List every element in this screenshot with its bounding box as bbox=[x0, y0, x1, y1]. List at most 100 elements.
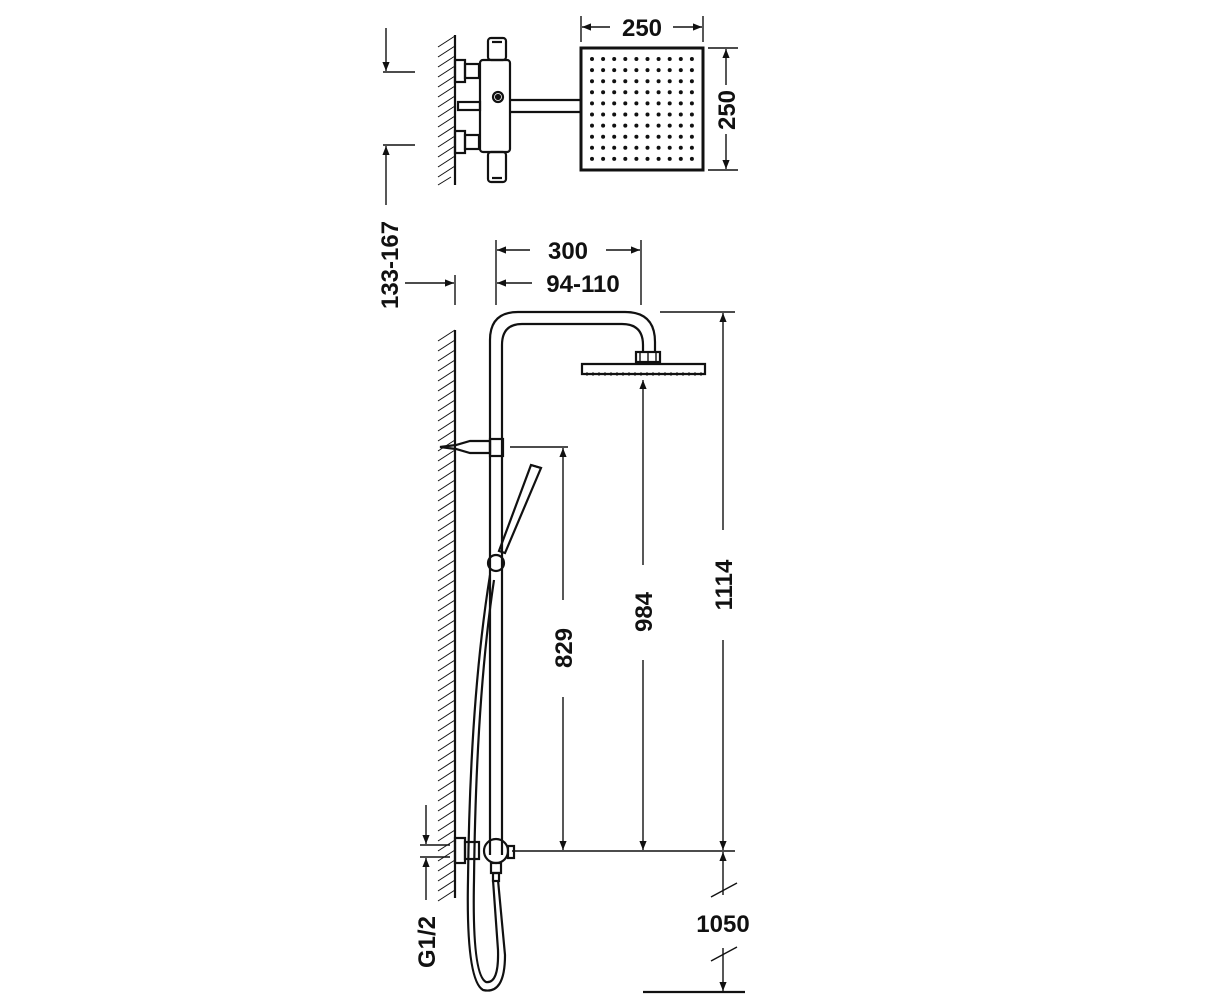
side-shower-head bbox=[580, 350, 707, 376]
nozzle-dot bbox=[590, 134, 594, 139]
nozzle-dot bbox=[656, 68, 661, 73]
nozzle-dot bbox=[612, 156, 617, 161]
hatch-line bbox=[437, 459, 456, 472]
dim-head-height: 984 bbox=[631, 380, 658, 850]
nozzle-dot bbox=[612, 112, 617, 117]
nozzle-dot bbox=[590, 79, 594, 84]
top-shower-arm bbox=[510, 98, 581, 114]
hatch-line bbox=[437, 799, 456, 812]
nozzle-dot bbox=[590, 156, 594, 161]
hatch-line bbox=[437, 859, 456, 872]
nozzle-dot bbox=[656, 123, 661, 128]
hatch-line bbox=[437, 479, 456, 492]
nozzle-dot bbox=[601, 156, 606, 161]
nozzle-dot bbox=[590, 101, 594, 106]
hatch-line bbox=[437, 549, 456, 562]
nozzle-dot bbox=[612, 90, 617, 95]
hatch-line bbox=[437, 429, 456, 442]
hatch-line bbox=[437, 659, 456, 672]
dim-arm-reach-label: 300 bbox=[548, 238, 588, 265]
hatch-line bbox=[437, 739, 456, 752]
hatch-line bbox=[437, 849, 456, 862]
hatch-line bbox=[437, 329, 456, 342]
nozzle-dot bbox=[645, 145, 650, 150]
hand-shower bbox=[497, 463, 543, 555]
nozzle-dot bbox=[634, 134, 639, 139]
hatch-line bbox=[437, 449, 456, 462]
nozzle-dot bbox=[623, 134, 628, 139]
nozzle-dot bbox=[601, 90, 606, 95]
hatch-line bbox=[437, 499, 456, 512]
slide-support bbox=[486, 553, 506, 573]
nozzle-dot bbox=[689, 156, 694, 161]
hatch-line bbox=[437, 399, 456, 412]
side-view: 300 94-110 1114 984 829 bbox=[405, 238, 750, 994]
nozzle-dot bbox=[689, 134, 694, 139]
nozzle-dot bbox=[634, 79, 639, 84]
nozzle-dot bbox=[689, 145, 694, 150]
nozzle-dot bbox=[667, 123, 672, 128]
nozzle-dot bbox=[656, 112, 661, 117]
nozzle-dot bbox=[678, 57, 683, 61]
nozzle-dot bbox=[667, 68, 672, 73]
nozzle-dot bbox=[601, 79, 606, 84]
nozzle-dot bbox=[590, 68, 594, 73]
nozzle-dot bbox=[645, 79, 650, 84]
dim-thread: G1/2 bbox=[414, 805, 450, 968]
dim-arm-offset: 94-110 bbox=[405, 271, 620, 305]
hatch-line bbox=[437, 749, 456, 762]
riser-pipe bbox=[488, 310, 657, 855]
dim-head-depth: 250 bbox=[708, 47, 741, 171]
nozzle-dot bbox=[645, 90, 650, 95]
nozzle-dot bbox=[678, 134, 683, 139]
dim-mount-height: 1050 bbox=[643, 852, 750, 994]
hatch-line bbox=[437, 689, 456, 702]
hatch-line bbox=[437, 579, 456, 592]
hatch-line bbox=[437, 769, 456, 782]
nozzle-dot bbox=[590, 90, 594, 95]
nozzle-dot bbox=[612, 145, 617, 150]
dim-column-height: 1114 bbox=[660, 311, 738, 850]
nozzle-dot bbox=[623, 123, 628, 128]
nozzle-dot bbox=[645, 112, 650, 117]
hatch-line bbox=[437, 639, 456, 652]
dim-head-width: 250 bbox=[580, 15, 704, 42]
dim-mount-height-label: 1050 bbox=[696, 911, 749, 938]
hatch-line bbox=[437, 719, 456, 732]
hatch-line bbox=[437, 789, 456, 802]
nozzle-dot bbox=[601, 123, 606, 128]
nozzle-dot bbox=[678, 79, 683, 84]
wall-bracket bbox=[439, 437, 505, 458]
nozzle-dot bbox=[667, 134, 672, 139]
nozzle-dot bbox=[634, 156, 639, 161]
nozzle-dot bbox=[645, 156, 650, 161]
nozzle-dot bbox=[590, 145, 594, 150]
nozzle-dot bbox=[634, 68, 639, 73]
nozzle-dot bbox=[623, 101, 628, 106]
nozzle-dot bbox=[634, 112, 639, 117]
nozzle-dot bbox=[612, 68, 617, 73]
nozzle-dot bbox=[645, 101, 650, 106]
hatch-line bbox=[437, 669, 456, 682]
nozzle-dot bbox=[689, 101, 694, 106]
nozzle-dot bbox=[623, 112, 628, 117]
hatch-line bbox=[437, 649, 456, 662]
hatch-line bbox=[437, 409, 456, 422]
dim-support-height: 829 bbox=[510, 446, 578, 850]
hatch-line bbox=[437, 729, 456, 742]
nozzle-dot bbox=[678, 68, 683, 73]
hatch-line bbox=[437, 629, 456, 642]
hatch-line bbox=[437, 419, 456, 432]
hatch-line bbox=[437, 709, 456, 722]
top-mixer-body bbox=[478, 36, 512, 184]
dim-head-depth-label: 250 bbox=[714, 90, 741, 130]
nozzle-dot bbox=[678, 123, 683, 128]
nozzle-dot bbox=[656, 57, 661, 61]
nozzle-dot bbox=[656, 145, 661, 150]
nozzle-dot bbox=[601, 112, 606, 117]
nozzle-dot bbox=[634, 57, 639, 61]
dim-thread-label: G1/2 bbox=[414, 916, 441, 968]
hatch-line bbox=[437, 619, 456, 632]
nozzle-dot bbox=[678, 156, 683, 161]
